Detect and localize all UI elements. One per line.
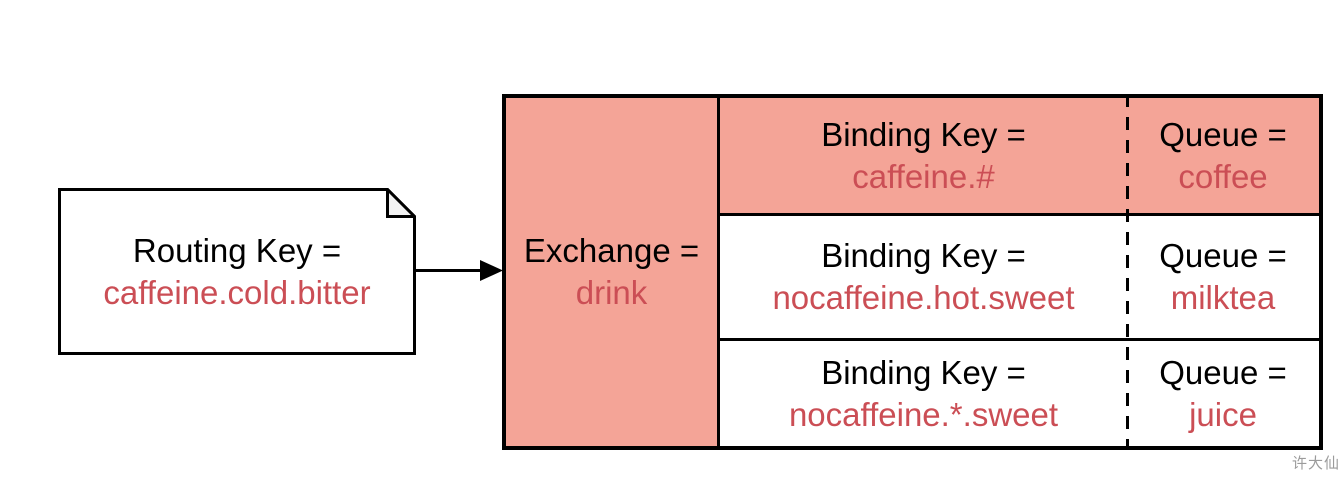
binding-key-cell: Binding Key = caffeine.# xyxy=(720,98,1127,213)
queue-value: juice xyxy=(1189,395,1257,433)
binding-key-cell: Binding Key = nocaffeine.*.sweet xyxy=(720,341,1127,446)
exchange-cell: Exchange = drink xyxy=(506,98,720,446)
queue-value: coffee xyxy=(1178,157,1268,195)
queue-label: Queue = xyxy=(1159,237,1287,274)
queue-cell: Queue = juice xyxy=(1127,341,1319,446)
binding-row-milktea: Binding Key = nocaffeine.hot.sweet Queue… xyxy=(720,213,1319,338)
note-outline xyxy=(58,188,416,355)
queue-cell: Queue = coffee xyxy=(1127,98,1319,213)
binding-key-cell: Binding Key = nocaffeine.hot.sweet xyxy=(720,216,1127,338)
binding-key-value: nocaffeine.hot.sweet xyxy=(772,279,1075,316)
binding-row-coffee: Binding Key = caffeine.# Queue = coffee xyxy=(720,98,1319,213)
binding-key-value: nocaffeine.*.sweet xyxy=(788,395,1059,433)
bindings-table: Exchange = drink Binding Key = caffeine.… xyxy=(502,94,1323,450)
binding-key-label: Binding Key = xyxy=(821,115,1026,153)
routing-arrow xyxy=(414,260,503,281)
routing-key-note: Routing Key = caffeine.cold.bitter xyxy=(60,190,414,353)
queue-label: Queue = xyxy=(1159,353,1287,391)
binding-key-label: Binding Key = xyxy=(821,237,1026,274)
queue-value: milktea xyxy=(1170,279,1276,316)
routing-key-value: caffeine.cold.bitter xyxy=(103,273,371,311)
queue-divider-dashed-line xyxy=(1126,94,1129,450)
exchange-label: Exchange = xyxy=(523,232,700,269)
queue-cell: Queue = milktea xyxy=(1127,216,1319,338)
exchange-value: drink xyxy=(575,274,648,311)
note-fold-corner-icon xyxy=(386,188,416,218)
arrow-head-icon xyxy=(480,260,503,281)
binding-key-label: Binding Key = xyxy=(821,353,1026,391)
routing-key-label: Routing Key = xyxy=(132,231,342,269)
binding-rows: Binding Key = caffeine.# Queue = coffee … xyxy=(720,98,1319,446)
binding-row-juice: Binding Key = nocaffeine.*.sweet Queue =… xyxy=(720,338,1319,446)
queue-label: Queue = xyxy=(1159,115,1287,153)
watermark: 许大仙 xyxy=(1291,455,1340,472)
binding-key-value: caffeine.# xyxy=(852,157,995,195)
note-shape xyxy=(58,188,416,355)
